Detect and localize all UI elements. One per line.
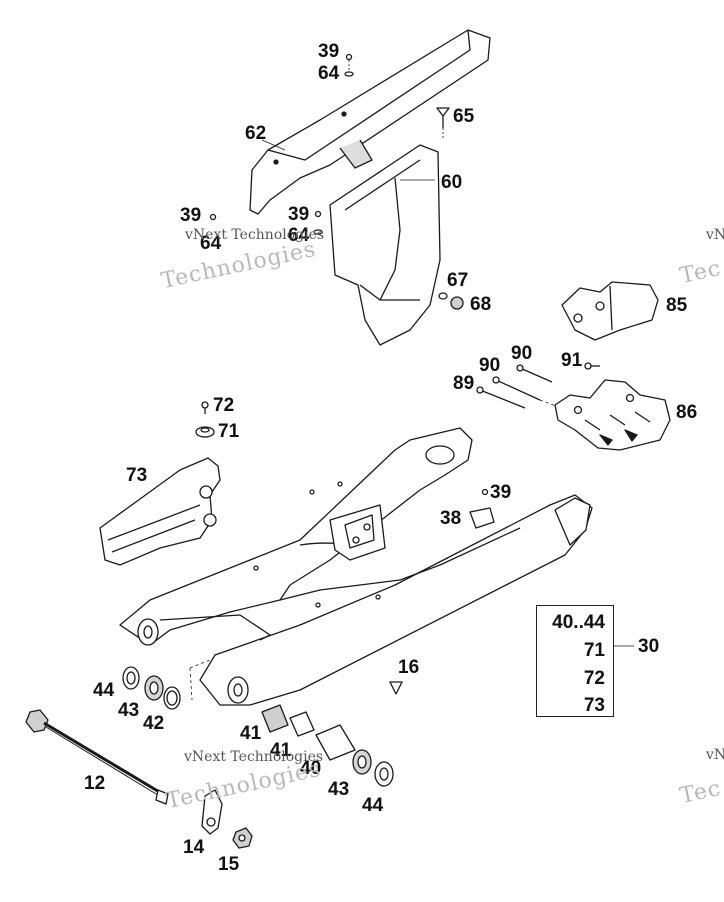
callout-39: 39 [490, 482, 512, 503]
callout-64: 64 [318, 63, 340, 84]
callout-43: 43 [328, 779, 350, 800]
callout-89: 89 [453, 373, 475, 394]
bearing-set-right [261, 704, 394, 787]
callout-39: 39 [318, 41, 340, 62]
callout-41: 41 [240, 723, 262, 744]
callout-15: 15 [218, 854, 240, 875]
callout-44: 44 [362, 795, 384, 816]
bolt-set [476, 362, 600, 409]
kit-item: 73 [583, 695, 605, 716]
kit-box: 40..44 71 72 73 [536, 605, 614, 717]
small-hardware [195, 53, 495, 695]
bearing-set-left [122, 666, 181, 710]
callout-39: 39 [180, 205, 202, 226]
callout-90: 90 [511, 343, 533, 364]
callout-16: 16 [398, 657, 420, 678]
callout-41: 41 [270, 740, 292, 761]
watermark-text: vN [706, 227, 724, 243]
chain-guide-upper [249, 29, 491, 215]
callout-64: 64 [200, 233, 222, 254]
callout-40: 40 [300, 758, 322, 779]
callout-62: 62 [245, 123, 267, 144]
kit-item: 72 [583, 668, 605, 689]
callout-39: 39 [288, 204, 310, 225]
callout-64: 64 [288, 225, 310, 246]
axle-plate [201, 789, 253, 849]
chain-guard-lower [99, 457, 221, 566]
callout-42: 42 [143, 713, 165, 734]
callout-90: 90 [479, 355, 501, 376]
swingarm-axle [25, 709, 169, 805]
callout-44: 44 [93, 680, 115, 701]
assembly-number: 30 [638, 636, 660, 657]
callout-60: 60 [441, 172, 463, 193]
callout-12: 12 [84, 773, 106, 794]
callout-73: 73 [126, 465, 148, 486]
chain-slider-guide [554, 379, 671, 451]
callout-65: 65 [453, 106, 475, 127]
swingarm [119, 427, 593, 706]
callout-14: 14 [183, 837, 205, 858]
watermark-text: vN [706, 747, 724, 763]
callout-67: 67 [447, 270, 469, 291]
callout-43: 43 [118, 700, 140, 721]
chain-cover [329, 144, 441, 346]
callout-68: 68 [470, 294, 492, 315]
watermark-text: vNext Technologies [185, 227, 325, 243]
callout-71: 71 [218, 421, 240, 442]
watermark-text: vNext Technologies [184, 749, 324, 765]
kit-item: 40..44 [552, 612, 605, 633]
callout-91: 91 [561, 350, 583, 371]
callout-72: 72 [213, 395, 235, 416]
callout-38: 38 [440, 508, 462, 529]
callout-86: 86 [676, 402, 698, 423]
chain-slider-block [561, 281, 659, 341]
callout-85: 85 [666, 295, 688, 316]
kit-item: 71 [583, 640, 605, 661]
leader-lines [189, 60, 634, 701]
